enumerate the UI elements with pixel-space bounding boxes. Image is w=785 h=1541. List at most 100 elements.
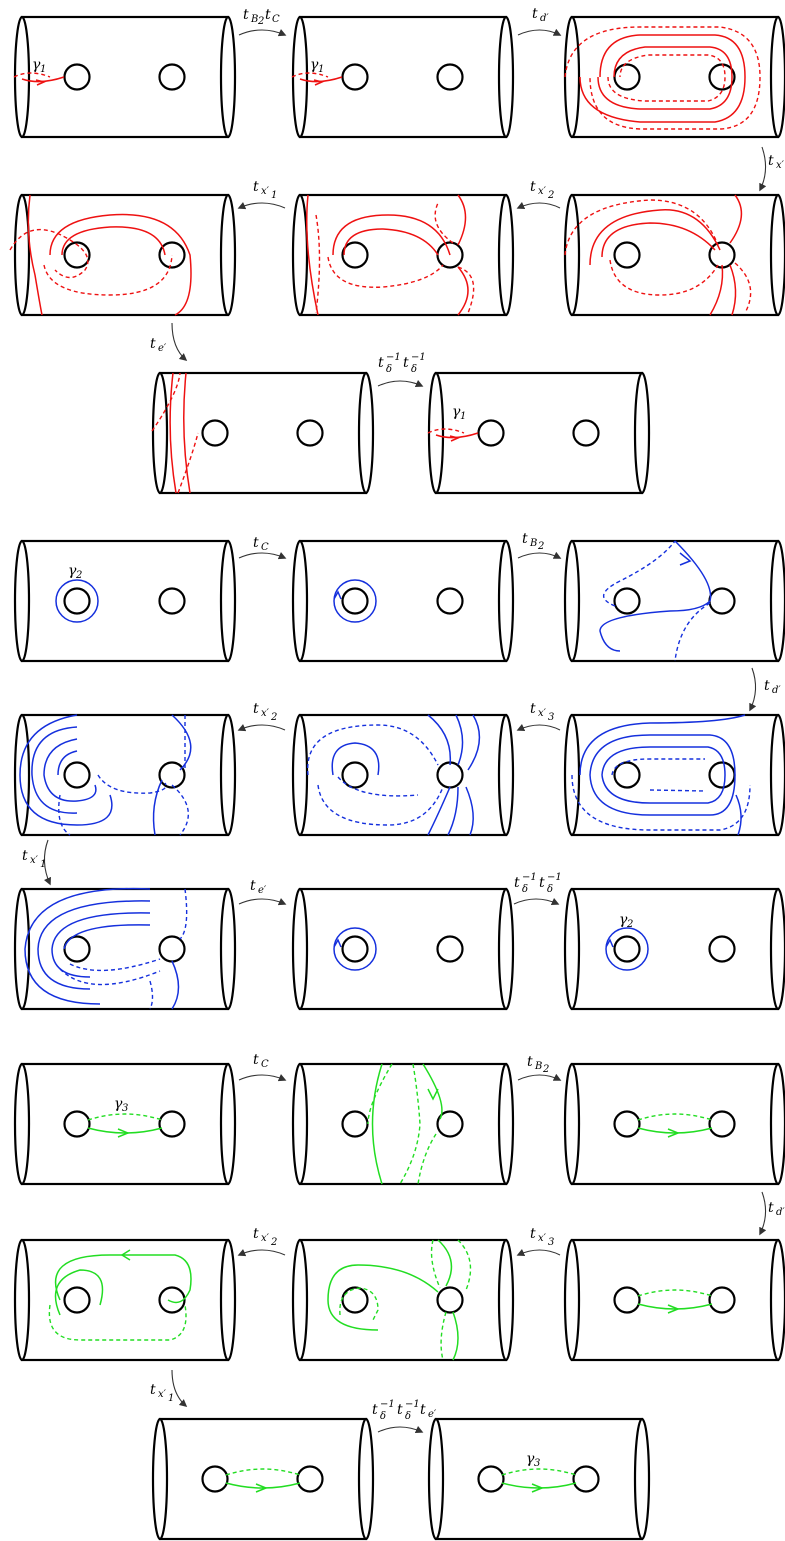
gamma2-sub-2: 2 [626, 919, 633, 930]
row-7 [15, 1064, 785, 1184]
map-exp-1: −1 [386, 352, 401, 363]
map-exp-1-3: −1 [380, 1399, 395, 1410]
row-8 [15, 1240, 785, 1360]
gamma1-sub-3: 1 [460, 411, 466, 422]
map-sub-C: C [272, 14, 280, 25]
gamma2-sub: 2 [75, 570, 82, 581]
map-label-td-3: t [768, 1200, 774, 1216]
map-label-tx1-3: t [150, 1382, 156, 1398]
map-sub-delta2-3: δ [380, 1411, 386, 1422]
map-sub-x1: x′ [261, 186, 270, 197]
map-label-td: t [532, 6, 538, 22]
map-t-C: t [265, 7, 271, 23]
cylinder-r3c1 [152, 373, 373, 493]
cylinder-r6c3 [565, 889, 785, 1009]
cylinder-r4c2 [293, 541, 513, 661]
map-label-tC-3: t [253, 1052, 259, 1068]
map-subsub-B2-3: 2 [542, 1064, 549, 1075]
map-sub-e: e′ [158, 343, 167, 354]
cylinder-r9c1 [153, 1419, 373, 1539]
map-sub-C-3: C [261, 1059, 269, 1070]
gamma3-sub: 3 [122, 1103, 128, 1114]
map-label-tB2-3: t [527, 1054, 533, 1070]
row-5 [15, 715, 785, 835]
map-label-tx1: t [253, 179, 259, 195]
map-label-tdelta: t [378, 355, 384, 371]
cylinder-r6c2 [293, 889, 513, 1009]
gamma1-sub-2: 1 [318, 64, 324, 75]
map-sub-delta1-3: δ [405, 1411, 411, 1422]
map-subsub-3-3: 3 [548, 1237, 554, 1248]
map-sub-delta1-2: δ [547, 884, 553, 895]
cylinder-r5c1 [15, 715, 235, 835]
cylinder-r4c1 [15, 541, 235, 661]
map-label-tx3-2: t [530, 701, 536, 717]
row-6 [15, 889, 785, 1009]
map-sub-x2: x′ [538, 186, 547, 197]
map-sub-B-3: B [534, 1061, 542, 1072]
map-label-td-2: t [764, 678, 770, 694]
map-label-te: t [150, 336, 156, 352]
cylinder-r3c2 [428, 373, 649, 493]
cylinder-r8c2 [293, 1240, 513, 1360]
row-3 [152, 373, 649, 493]
map-label-tx2-3: t [253, 1226, 259, 1242]
map-label-tx2: t [530, 179, 536, 195]
map-label-tx3-3: t [530, 1226, 536, 1242]
map-label-tdelta-3: t [372, 1402, 378, 1418]
map-label-tx1-2: t [22, 848, 28, 864]
map-sub-d: d′ [540, 13, 549, 24]
map-label-tdelta-2: t [514, 875, 520, 891]
map-sub-x1-3: x′ [158, 1389, 167, 1400]
cylinder-r9c2 [429, 1419, 649, 1539]
row-9 [153, 1419, 649, 1539]
map-subsub-1-3: 1 [168, 1393, 174, 1404]
cylinder-r2c2 [293, 195, 513, 315]
row-4 [15, 541, 785, 661]
map-sub-x3-2: x′ [538, 708, 547, 719]
cylinder-r1c2 [292, 17, 513, 137]
cylinder-r7c2 [293, 1064, 513, 1184]
gamma3-sub-2: 3 [534, 1458, 540, 1469]
cylinder-r1c3 [565, 17, 785, 137]
map-sub-delta2: δ [386, 364, 392, 375]
map-label-tx3: t [768, 153, 774, 169]
map-exp-2: −1 [411, 352, 426, 363]
map-label-tC: t [253, 535, 259, 551]
map-sub-e-3: e′ [428, 1409, 437, 1420]
map-t-e-3: t [420, 1402, 426, 1418]
map-subsub-1: 1 [271, 190, 277, 201]
cylinder-r5c3 [565, 715, 785, 835]
cylinder-r2c3 [565, 195, 785, 315]
map-t-delta1: t [403, 355, 409, 371]
map-subsub-2-2: 2 [270, 712, 277, 723]
map-subsub-2-3: 2 [270, 1237, 277, 1248]
map-subsub-2: 2 [547, 190, 554, 201]
cylinder-r7c3 [565, 1064, 785, 1184]
cylinder-r5c2 [293, 715, 513, 835]
cylinder-r1c1 [14, 17, 235, 137]
cylinder-r2c1 [10, 195, 235, 315]
map-sub-x2-3: x′ [261, 1233, 270, 1244]
row-1 [14, 17, 785, 137]
map-exp-2-3: −1 [405, 1399, 420, 1410]
map-sub-x3-3: x′ [538, 1233, 547, 1244]
cylinder-r7c1 [15, 1064, 235, 1184]
map-subsub-B2: 2 [537, 541, 544, 552]
map-label-tB2tC: t [243, 7, 249, 23]
map-sub-B2: 2 [257, 16, 264, 27]
map-exp-1-2: −1 [522, 872, 537, 883]
map-sub-C-2: C [261, 542, 269, 553]
map-sub-e-2: e′ [258, 885, 267, 896]
cylinder-r8c1 [15, 1240, 235, 1360]
map-sub-x2-2: x′ [261, 708, 270, 719]
map-sub-d-2: d′ [772, 685, 781, 696]
map-sub-d-3: d′ [776, 1207, 785, 1218]
cylinder-r8c3 [565, 1240, 785, 1360]
cylinder-r4c3 [565, 541, 785, 661]
map-sub-delta2-2: δ [522, 884, 528, 895]
map-t-delta1-2: t [539, 875, 545, 891]
gamma1-sub: 1 [40, 64, 46, 75]
map-sub-B-2: B [529, 538, 537, 549]
